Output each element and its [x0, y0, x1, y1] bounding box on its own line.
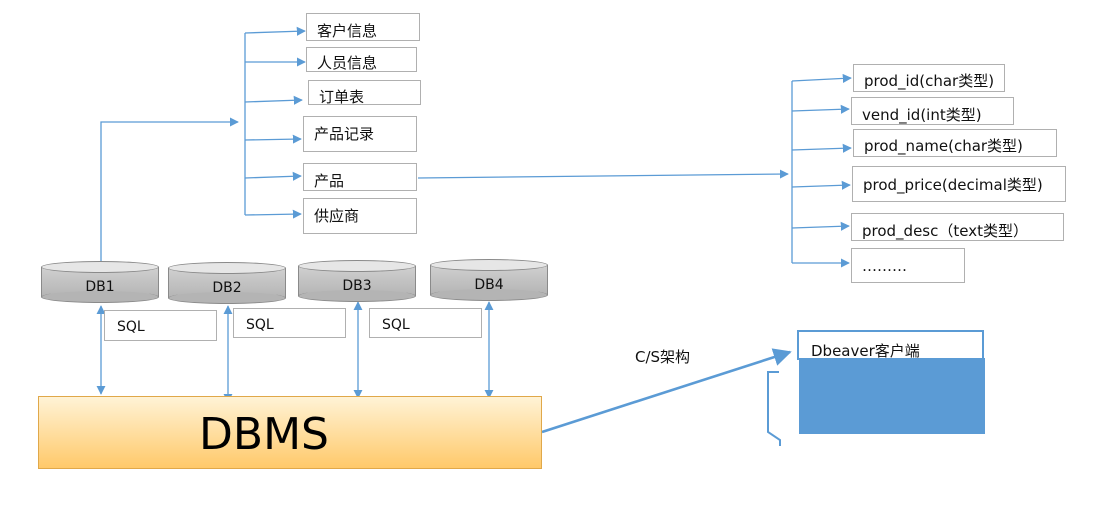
table-box-product-records: 产品记录	[303, 116, 417, 152]
branch-arrow	[244, 209, 302, 219]
table-box-orders: 订单表	[308, 80, 421, 105]
db2-label: DB2	[212, 280, 242, 296]
db3-cylinder: DB3	[298, 260, 416, 302]
db1-to-tables-arrow	[100, 117, 239, 262]
branch-arrow	[791, 143, 852, 153]
table-box-staff: 人员信息	[306, 47, 417, 72]
branch-arrow	[791, 221, 850, 231]
branch-arrow	[244, 26, 306, 36]
dbms-title: DBMS	[199, 409, 329, 460]
dbms-block: DBMS	[38, 396, 542, 469]
dbms-to-client-arrow	[541, 348, 792, 434]
branch-arrow	[244, 95, 303, 105]
db2-cylinder: DB2	[168, 262, 286, 304]
table-box-customer: 客户信息	[306, 13, 420, 41]
branch-arrow	[244, 171, 302, 181]
branch-arrow	[244, 134, 302, 144]
product-to-fields-arrow	[417, 169, 789, 179]
branch-arrow	[791, 73, 852, 83]
cs-architecture-label: C/S架构	[635, 348, 691, 366]
db3-label: DB3	[342, 278, 372, 294]
field-box-prod-name: prod_name(char类型)	[853, 129, 1057, 157]
db1-cylinder: DB1	[41, 261, 159, 303]
branch-arrow	[791, 180, 851, 190]
field-box-prod-id: prod_id(char类型)	[853, 64, 1005, 92]
client-bracket	[767, 371, 781, 446]
client-window: Dbeaver客户端	[797, 330, 984, 360]
branch-arrow	[791, 104, 850, 114]
field-box-prod-price: prod_price(decimal类型)	[852, 166, 1066, 202]
field-box-vend-id: vend_id(int类型)	[851, 97, 1014, 125]
field-box-more: ………	[851, 248, 965, 283]
sql-label: SQL	[233, 308, 346, 338]
db4-label: DB4	[474, 277, 504, 293]
db1-label: DB1	[85, 279, 115, 295]
sql-label: SQL	[369, 308, 482, 338]
client-body	[799, 358, 985, 434]
client-title: Dbeaver客户端	[811, 342, 920, 360]
table-box-supplier: 供应商	[303, 198, 417, 234]
field-box-prod-desc: prod_desc（text类型）	[851, 213, 1064, 241]
sql-label: SQL	[104, 310, 217, 341]
table-box-product: 产品	[303, 163, 417, 191]
db4-cylinder: DB4	[430, 259, 548, 301]
